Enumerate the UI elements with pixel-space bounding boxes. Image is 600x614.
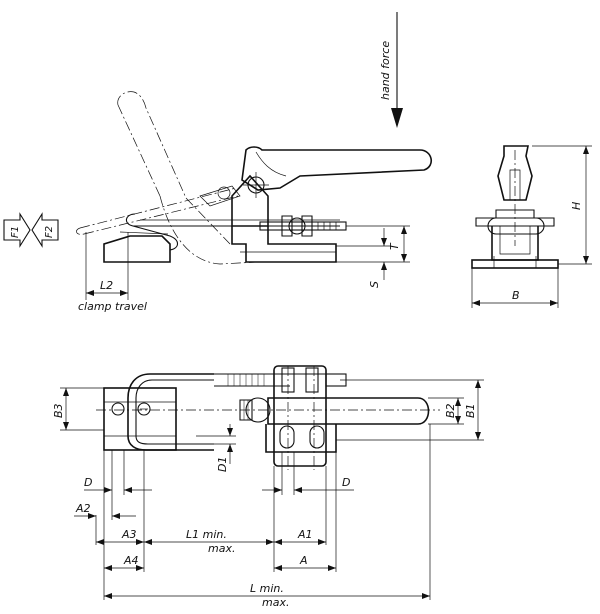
clamp-body: [231, 174, 269, 227]
t-label: T: [388, 242, 401, 250]
d-left-label: D: [84, 476, 92, 489]
f2-label: F2: [44, 226, 55, 238]
handle-top-view: [267, 397, 430, 425]
end-view-handle: [497, 145, 533, 201]
raised-handle-outline: [117, 91, 187, 199]
hand-force-arrow-head: [391, 108, 403, 128]
end-view: H B: [471, 145, 592, 308]
clamp-body-top: [273, 365, 327, 467]
clamp-travel-label: clamp travel: [78, 300, 147, 313]
hook-bar: [125, 213, 340, 227]
l1-min-label: L1 min.: [186, 528, 227, 541]
hook-plate-hole-left: [111, 402, 125, 416]
d1-label: D1: [216, 457, 229, 472]
a1-label: A1: [297, 528, 313, 541]
clamp-base: [231, 226, 337, 263]
f1-arrow: [3, 212, 31, 248]
end-view-base: [471, 259, 559, 269]
f2-arrow: [31, 212, 59, 248]
b-label: B: [512, 289, 520, 302]
b2-label: B2: [444, 403, 457, 418]
a3-label: A3: [121, 528, 137, 541]
u-hook: [127, 373, 214, 451]
l-max-label: max.: [262, 596, 289, 609]
a4-label: A4: [123, 554, 139, 567]
b3-label: B3: [52, 403, 65, 418]
hook-plate-hole-right: [137, 402, 151, 416]
hook-base: [103, 235, 171, 263]
b1-label: B1: [464, 403, 477, 418]
slot-left: [279, 425, 295, 449]
d-right-label: D: [342, 476, 350, 489]
l-min-label: L min.: [250, 582, 284, 595]
l1-max-label: max.: [208, 542, 235, 555]
a-label: A: [299, 554, 308, 567]
slot-right: [309, 425, 325, 449]
f1-label: F1: [10, 226, 21, 238]
plan-view: B2 B1 B3 D1 D A2 D: [52, 365, 484, 609]
side-view: hand force: [3, 12, 432, 313]
a2-label: A2: [75, 502, 91, 515]
hook-plate: [103, 387, 177, 451]
s-label: S: [368, 281, 381, 288]
h-label: H: [570, 202, 583, 210]
hand-force-label: hand force: [379, 41, 392, 100]
l2-label: L2: [100, 279, 113, 292]
clamp-handle: [241, 146, 432, 191]
adjusting-nut: [288, 217, 306, 235]
